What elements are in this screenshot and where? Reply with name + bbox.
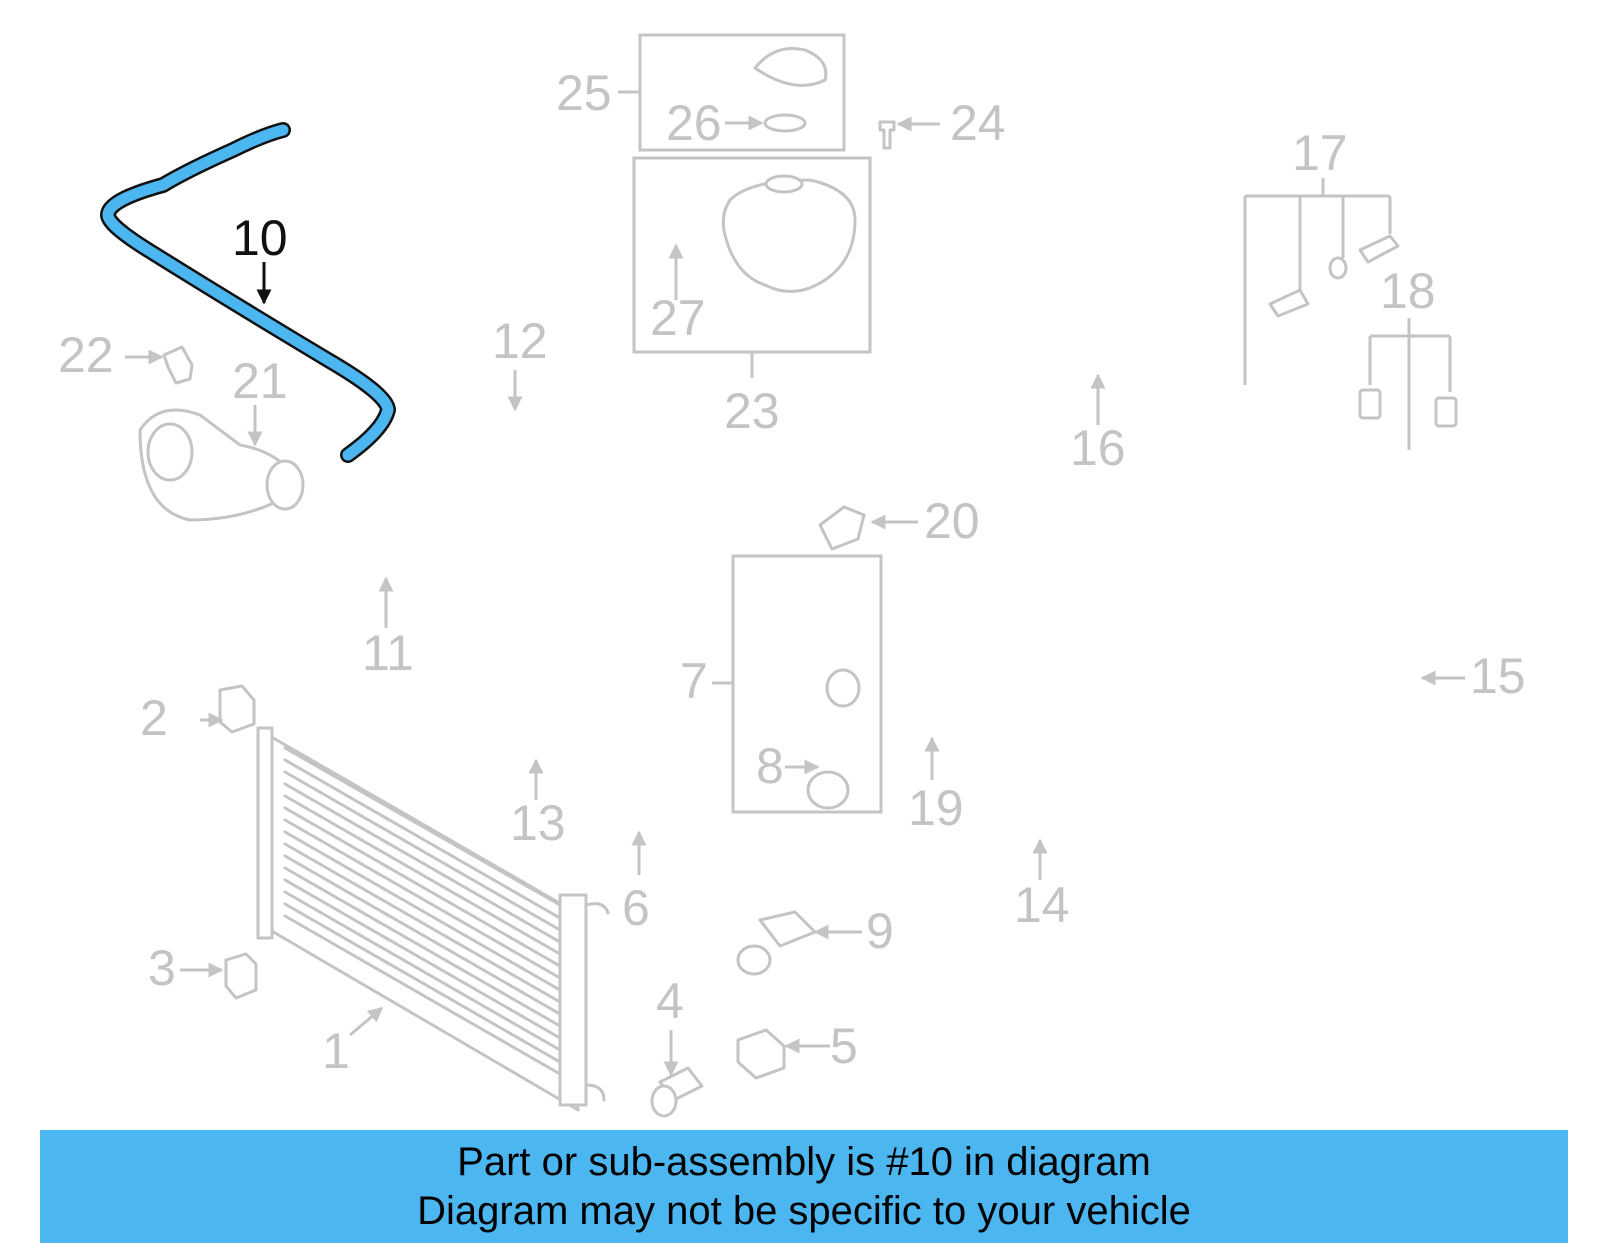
callout-27: 27 [650, 290, 706, 346]
callout-12: 12 [492, 313, 548, 369]
callout-7: 7 [680, 653, 708, 709]
callout-10: 10 [232, 210, 288, 266]
part-9-tee [736, 910, 817, 976]
callout-23: 23 [724, 383, 780, 439]
part-25-cap [753, 47, 828, 87]
leader-lines [125, 90, 1465, 1077]
part-22-cap [162, 345, 194, 385]
callout-6: 6 [622, 880, 650, 936]
callout-13: 13 [510, 795, 566, 851]
callout-21: 21 [232, 353, 288, 409]
banner-line-1: Part or sub-assembly is #10 in diagram [457, 1139, 1151, 1184]
callout-16: 16 [1070, 420, 1126, 476]
part-23-reservoir [721, 178, 857, 293]
callout-5: 5 [830, 1018, 858, 1074]
part-5-connector [736, 1028, 786, 1080]
callout-22: 22 [58, 327, 114, 383]
part-2-bracket [218, 684, 256, 734]
part-19-hose [910, 603, 1045, 727]
part-3-bracket [224, 952, 258, 1000]
part-8-elbow [806, 770, 850, 810]
part-21-housing [138, 408, 305, 522]
callout-15: 15 [1470, 648, 1526, 704]
callout-17: 17 [1292, 125, 1348, 181]
callout-24: 24 [950, 95, 1006, 151]
callout-11: 11 [362, 625, 414, 681]
callout-labels: 10 22 21 2 3 1 4 5 6 7 8 9 11 12 13 14 1… [58, 65, 1526, 1079]
callout-26: 26 [666, 95, 722, 151]
callout-25: 25 [556, 65, 612, 121]
info-banner: Part or sub-assembly is #10 in diagram D… [40, 1130, 1568, 1243]
callout-20: 20 [924, 493, 980, 549]
callout-2: 2 [140, 690, 168, 746]
part-4-sensor [650, 1066, 704, 1118]
part-10-hose-highlighted [100, 122, 396, 463]
callout-18: 18 [1380, 263, 1436, 319]
callout-14: 14 [1014, 877, 1070, 933]
part-20-flange [818, 505, 866, 551]
part-26-seal [763, 113, 807, 133]
callout-9: 9 [866, 903, 894, 959]
part-18-clamp [1358, 388, 1382, 420]
callout-4: 4 [656, 973, 684, 1029]
part-24-bolt [878, 120, 896, 150]
callout-3: 3 [148, 940, 176, 996]
callout-19: 19 [908, 780, 964, 836]
banner-line-2: Diagram may not be specific to your vehi… [417, 1188, 1191, 1233]
callout-8: 8 [756, 738, 784, 794]
part-1-radiator [256, 726, 610, 1112]
callout-1: 1 [322, 1023, 350, 1079]
